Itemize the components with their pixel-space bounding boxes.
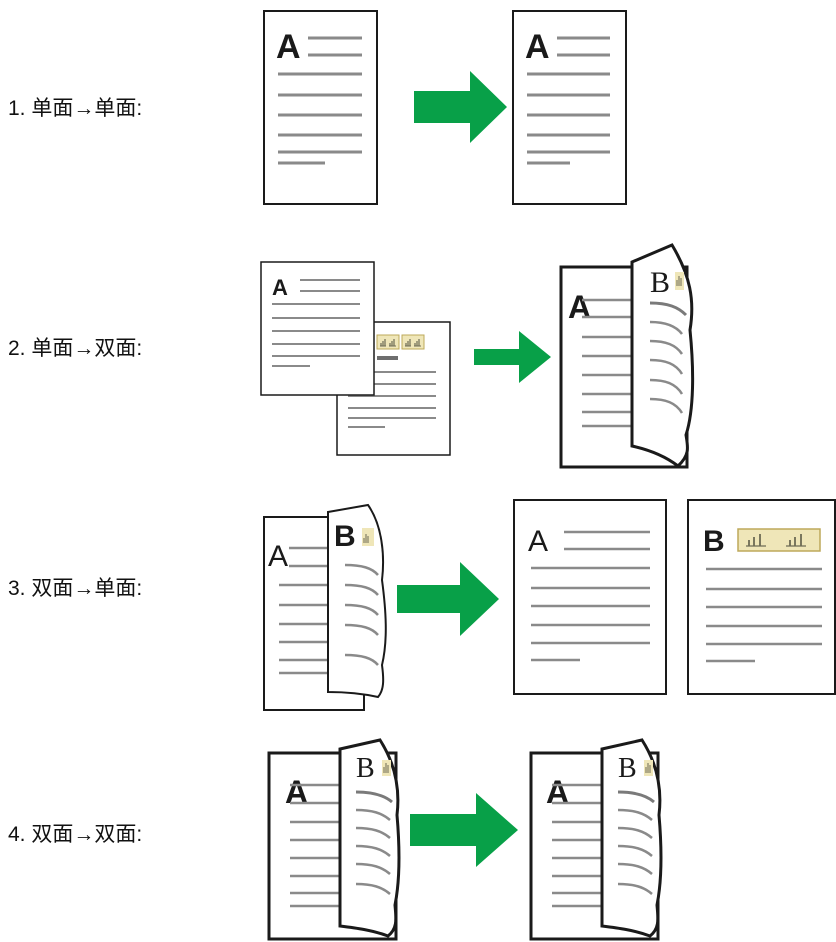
row3-result-letter-b: B: [703, 525, 725, 558]
row-label-simplex-to-simplex: 1. 单面→单面:: [8, 97, 143, 120]
row1-result-page: A: [512, 10, 627, 205]
row2-result-letter-a: A: [568, 289, 591, 325]
row4-result-letter-b: B: [618, 753, 637, 784]
row4-result-letter-a: A: [546, 774, 569, 810]
row-label-simplex-to-duplex: 2. 单面→双面:: [8, 337, 143, 360]
row2-source-letter-a: A: [272, 275, 288, 300]
row1-result-letter-a: A: [525, 28, 550, 66]
row3-arrow-right-icon: [397, 562, 499, 636]
row2-source-page-a: A: [260, 261, 375, 396]
row3-source-duplex-page: A B: [263, 503, 387, 711]
row1-arrow-right-icon: [414, 71, 507, 143]
row1-source-letter-a: A: [276, 28, 301, 66]
row3-result-page-b: B: [687, 499, 836, 695]
row3-result-page-a: A: [513, 499, 667, 695]
row4-result-duplex-page: A B: [529, 738, 663, 941]
row4-source-letter-a: A: [285, 774, 308, 810]
row3-source-letter-a: A: [268, 540, 288, 573]
row3-result-letter-a: A: [528, 525, 548, 558]
row4-source-letter-b: B: [356, 753, 375, 784]
row1-source-page: A: [263, 10, 378, 205]
row2-result-letter-b: B: [650, 266, 670, 299]
row4-source-duplex-page: A B: [267, 738, 401, 941]
row-label-duplex-to-simplex: 3. 双面→单面:: [8, 577, 143, 600]
row2-result-duplex-page: A B: [559, 243, 695, 469]
row2-arrow-right-icon: [474, 331, 551, 383]
row-label-duplex-to-duplex: 4. 双面→双面:: [8, 823, 143, 846]
row3-source-letter-b: B: [334, 520, 356, 553]
row4-arrow-right-icon: [410, 793, 518, 867]
row3-mini-chart-icon: [737, 528, 821, 552]
